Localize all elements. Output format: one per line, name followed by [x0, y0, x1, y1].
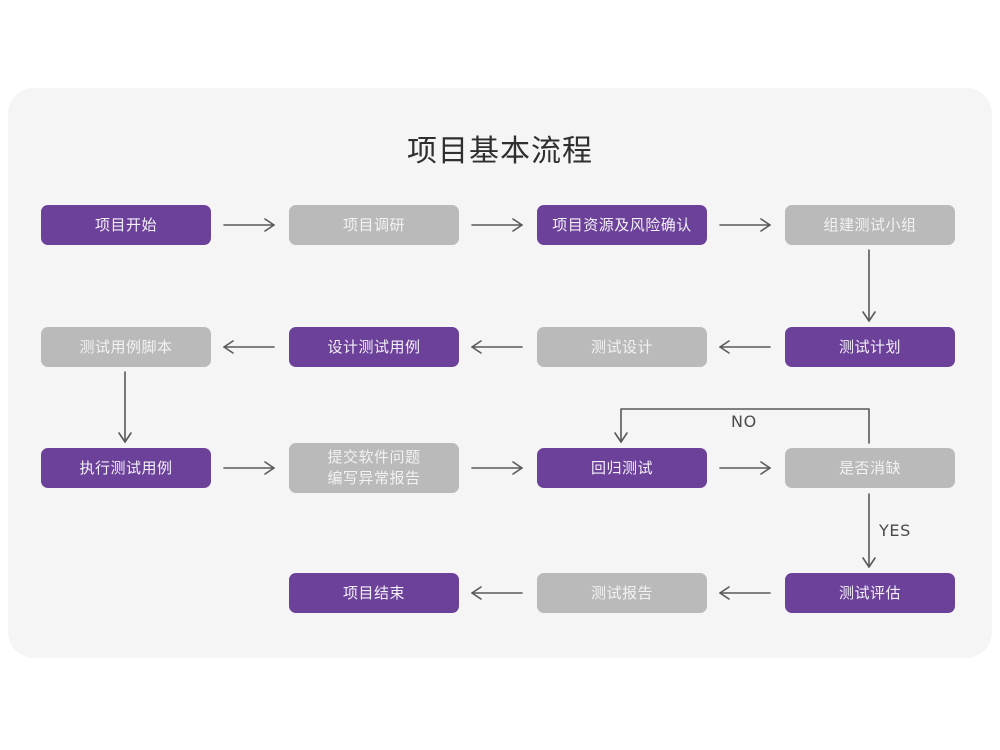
node-project-research[interactable]: 项目调研: [289, 205, 459, 245]
page-title: 项目基本流程: [407, 134, 593, 169]
node-test-evaluation[interactable]: 测试评估: [785, 573, 955, 613]
node-submit-defect-report[interactable]: 提交软件问题 编写异常报告: [289, 443, 459, 493]
node-test-design[interactable]: 测试设计: [537, 327, 707, 367]
flowchart-card: [8, 88, 992, 658]
edge-label-yes: YES: [879, 521, 911, 540]
node-resource-risk-confirm[interactable]: 项目资源及风险确认: [537, 205, 707, 245]
node-test-case-scripts[interactable]: 测试用例脚本: [41, 327, 211, 367]
node-project-end[interactable]: 项目结束: [289, 573, 459, 613]
node-test-plan[interactable]: 测试计划: [785, 327, 955, 367]
node-regression-test[interactable]: 回归测试: [537, 448, 707, 488]
edge-label-no: NO: [731, 412, 757, 431]
node-form-test-team[interactable]: 组建测试小组: [785, 205, 955, 245]
node-test-report[interactable]: 测试报告: [537, 573, 707, 613]
node-design-test-cases[interactable]: 设计测试用例: [289, 327, 459, 367]
node-project-start[interactable]: 项目开始: [41, 205, 211, 245]
node-execute-test-cases[interactable]: 执行测试用例: [41, 448, 211, 488]
node-defects-cleared[interactable]: 是否消缺: [785, 448, 955, 488]
